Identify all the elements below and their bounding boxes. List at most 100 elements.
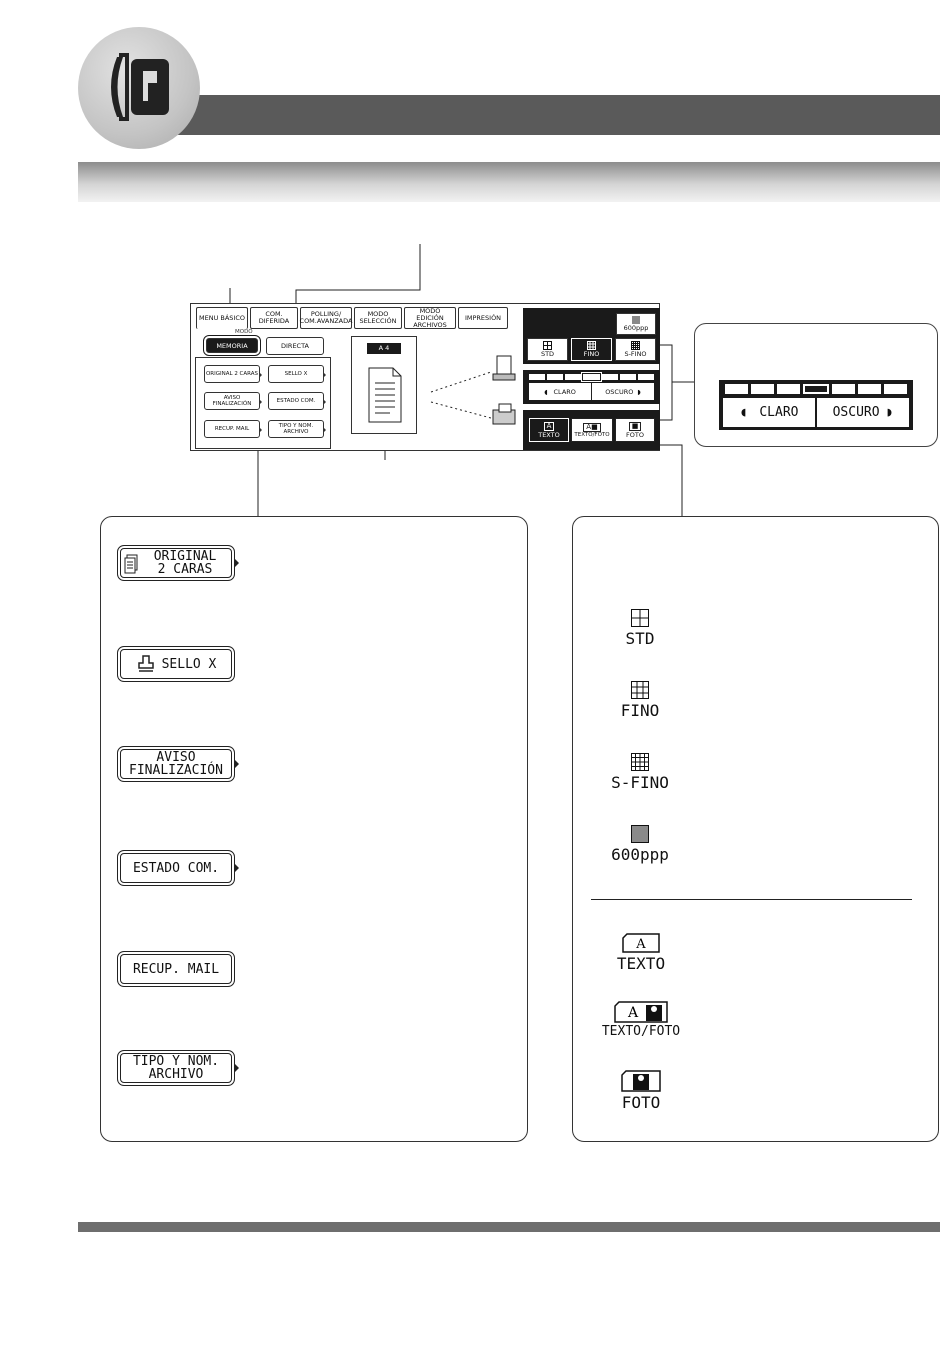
fax-logo-icon: [111, 53, 169, 121]
foto-mini-label: FOTO: [626, 430, 644, 439]
svg-text:A: A: [627, 1005, 639, 1021]
s-fino-mini-label: S-FINO: [624, 350, 647, 358]
grid-icon: [631, 609, 649, 627]
tab-com-diferida[interactable]: COM. DIFERIDA: [250, 307, 298, 329]
foto-option[interactable]: FOTO: [591, 1070, 691, 1112]
claro-button[interactable]: ◖CLARO: [723, 398, 817, 427]
contrast-detail: ◖CLARO OSCURO◗: [719, 380, 913, 430]
600ppp-option[interactable]: 600ppp: [595, 825, 685, 864]
contrast-buttons-detail: ◖CLARO OSCURO◗: [723, 398, 909, 427]
s-fino-option[interactable]: S-FINO: [595, 753, 685, 792]
foto-mini-button[interactable]: ■ FOTO: [615, 418, 655, 442]
fino-option[interactable]: FINO: [595, 681, 685, 720]
recup-mail-button[interactable]: RECUP. MAIL: [117, 951, 235, 987]
texto-foto-label: TEXTO/FOTO: [601, 1024, 681, 1039]
sello-x-button[interactable]: SELLO X: [117, 646, 235, 682]
texto-mini-label: TEXTO: [538, 430, 560, 439]
resolution-type-panel: STD FINO S-FINO 600ppp A TEXTO A TEXTO/F…: [572, 516, 939, 1142]
grid-icon: [587, 341, 596, 350]
modo-label: MODO: [235, 329, 253, 335]
document-icon: [368, 367, 402, 423]
text-icon: A: [622, 933, 660, 953]
recup-mail-mini-button[interactable]: RECUP. MAIL: [204, 420, 262, 438]
paper-preview: A 4: [351, 336, 417, 434]
fax-machine-icon: [492, 403, 516, 425]
destination-graphic: [430, 355, 516, 425]
std-label: STD: [625, 629, 655, 648]
resolution-panel: 600ppp STD FINO S-FINO: [523, 308, 660, 364]
directa-button[interactable]: DIRECTA: [266, 337, 324, 355]
texto-mini-button[interactable]: A TEXTO: [529, 418, 569, 442]
grid-icon: [631, 341, 640, 350]
600ppp-mini-label: 600ppp: [623, 324, 649, 332]
600ppp-label: 600ppp: [611, 845, 669, 864]
grid-icon: [543, 341, 552, 350]
contrast-callout: ◖CLARO OSCURO◗: [694, 323, 938, 447]
texto-foto-mini-button[interactable]: A■ TEXTO/FOTO: [571, 418, 613, 442]
oscuro-label: OSCURO: [832, 405, 880, 420]
fino-label: FINO: [620, 701, 660, 720]
s-fino-mini-button[interactable]: S-FINO: [615, 338, 656, 361]
original-2-caras-line1: ORIGINAL: [153, 549, 217, 564]
fino-mini-label: FINO: [583, 350, 600, 358]
stamp-icon: [137, 655, 154, 672]
estado-com-button[interactable]: ESTADO COM.: [117, 850, 239, 886]
fino-mini-button[interactable]: FINO: [571, 338, 612, 361]
paper-size-label: A 4: [367, 343, 401, 354]
contrast-panel: ◖CLARO OSCURO◗: [523, 370, 660, 404]
original-2-caras-line2: 2 CARAS: [157, 562, 213, 577]
tab-impresion[interactable]: IMPRESIÓN: [458, 307, 508, 329]
aviso-line1: AVISO: [156, 750, 196, 765]
sello-x-label: SELLO X: [161, 656, 217, 672]
text-photo-icon: A■: [583, 422, 601, 432]
tipo-nom-archivo-mini-button[interactable]: TIPO Y NOM. ARCHIVO: [268, 420, 326, 438]
tipo-nom-archivo-button[interactable]: TIPO Y NOM.ARCHIVO: [117, 1050, 239, 1086]
tab-bar: MENU BÁSICO COM. DIFERIDA POLLING/ COM.A…: [196, 307, 508, 329]
tab-polling[interactable]: POLLING/ COM.AVANZADA: [300, 307, 352, 329]
memoria-button[interactable]: MEMORIA: [203, 335, 261, 356]
oscuro-button[interactable]: OSCURO◗: [832, 405, 894, 420]
oscuro-mini-button[interactable]: OSCURO◗: [605, 387, 641, 396]
recup-mail-label: RECUP. MAIL: [132, 961, 220, 977]
section-title-bar: [78, 162, 940, 202]
600ppp-mini-button[interactable]: 600ppp: [616, 313, 656, 335]
photo-icon: [621, 1070, 661, 1092]
tab-menu-basico[interactable]: MENU BÁSICO: [196, 307, 248, 329]
estado-com-label: ESTADO COM.: [132, 860, 220, 876]
computer-icon: [492, 355, 516, 381]
tab-modo-edicion[interactable]: MODO EDICIÓN ARCHIVOS: [404, 307, 456, 329]
aviso-line2: FINALIZACIÓN: [129, 763, 223, 778]
photo-icon: ■: [628, 421, 642, 431]
footer-rule: [78, 1222, 940, 1232]
texto-option[interactable]: A TEXTO: [591, 933, 691, 973]
duplex-icon: [124, 554, 138, 574]
sello-x-mini-button[interactable]: SELLO X: [268, 365, 326, 383]
section-divider: [591, 899, 912, 900]
image-settings-panel: 600ppp STD FINO S-FINO ◖CLARO OSCURO◗ A …: [523, 308, 660, 450]
dot-pattern-icon: [632, 316, 640, 324]
contrast-buttons: ◖CLARO OSCURO◗: [529, 383, 654, 400]
tipo-nom-line1: TIPO Y NOM.: [132, 1054, 220, 1069]
std-mini-button[interactable]: STD: [527, 338, 568, 361]
text-photo-icon: A: [614, 1001, 668, 1023]
claro-mini-label: CLARO: [553, 387, 576, 396]
tipo-nom-line2: ARCHIVO: [148, 1067, 204, 1082]
std-option[interactable]: STD: [595, 609, 685, 648]
estado-com-mini-button[interactable]: ESTADO COM.: [268, 392, 326, 410]
aviso-finalizacion-mini-button[interactable]: AVISO FINALIZACIÓN: [204, 392, 262, 410]
texto-foto-option[interactable]: A TEXTO/FOTO: [591, 1001, 691, 1039]
foto-label: FOTO: [621, 1093, 661, 1112]
s-fino-label: S-FINO: [611, 773, 669, 792]
claro-label: CLARO: [759, 405, 799, 420]
claro-mini-button[interactable]: ◖CLARO: [529, 383, 592, 400]
tab-modo-seleccion[interactable]: MODO SELECCIÓN: [354, 307, 402, 329]
header-bar: [150, 95, 940, 135]
grid-icon: [631, 681, 649, 699]
original-2-caras-mini-button[interactable]: ORIGINAL 2 CARAS: [204, 365, 262, 383]
std-mini-label: STD: [540, 350, 555, 358]
original-type-panel: A TEXTO A■ TEXTO/FOTO ■ FOTO: [523, 410, 660, 450]
text-icon: A: [543, 421, 555, 431]
